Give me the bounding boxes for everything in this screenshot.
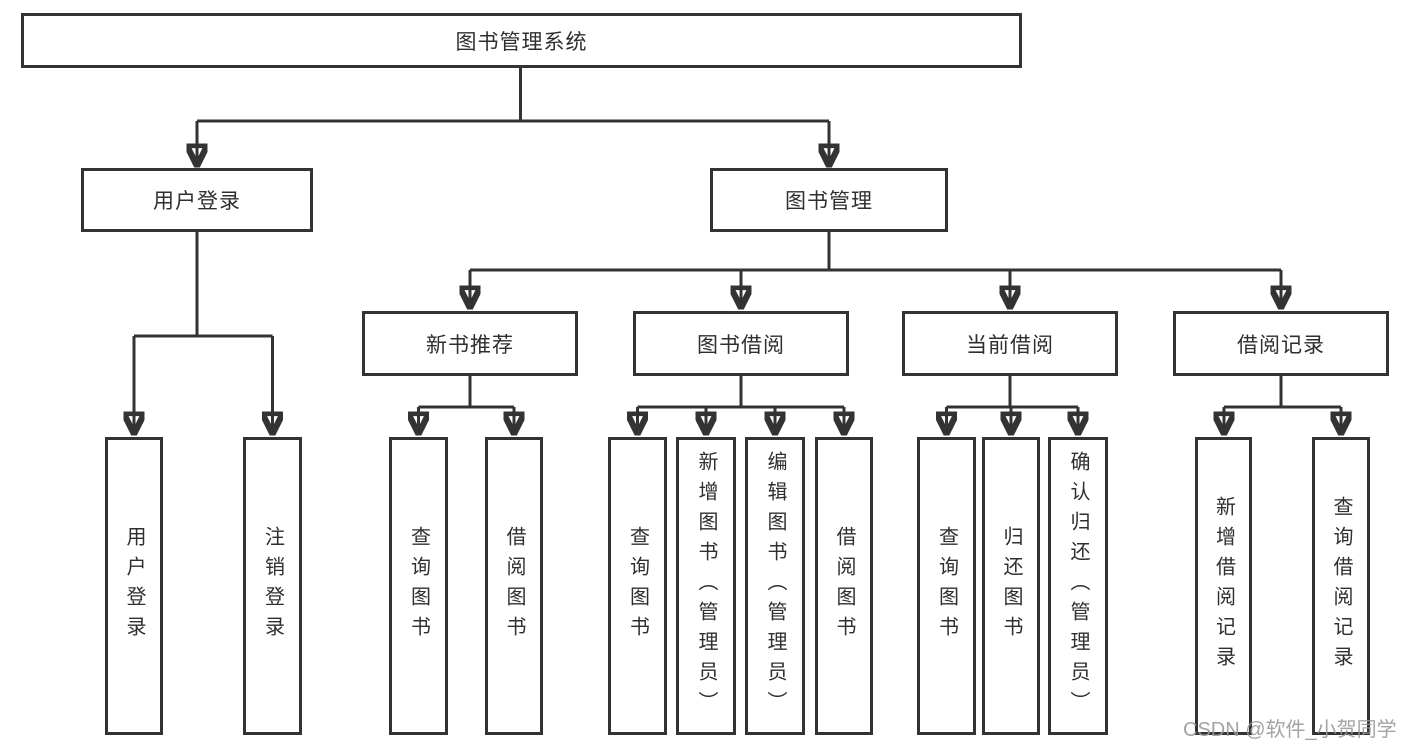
leaf-current-return-books: 归还图书 (982, 437, 1040, 735)
leaf-borrowing-add-books-admin: 新增图书（管理员） (676, 437, 736, 735)
node-new-book-recommend-label: 新书推荐 (426, 333, 514, 357)
node-root-label: 图书管理系统 (455, 30, 588, 54)
leaf-current-query-books: 查询图书 (917, 437, 976, 735)
leaf-logout: 注销登录 (243, 437, 302, 735)
node-current-borrowing: 当前借阅 (902, 311, 1118, 376)
leaf-recommend-borrow-books: 借阅图书 (485, 437, 543, 735)
leaf-borrowing-borrow-books: 借阅图书 (815, 437, 873, 735)
leaf-logout-label: 注销登录 (261, 526, 284, 646)
leaf-current-confirm-return-admin: 确认归还（管理员） (1048, 437, 1108, 735)
leaf-borrowing-borrow-books-label: 借阅图书 (833, 526, 855, 646)
leaf-recommend-query-books-label: 查询图书 (407, 526, 430, 646)
node-root-system: 图书管理系统 (21, 13, 1022, 68)
node-new-book-recommend: 新书推荐 (362, 311, 578, 376)
node-book-management: 图书管理 (710, 168, 948, 232)
node-current-borrowing-label: 当前借阅 (966, 333, 1054, 357)
node-book-borrowing: 图书借阅 (633, 311, 849, 376)
node-borrowing-records-label: 借阅记录 (1237, 333, 1325, 357)
node-book-borrowing-label: 图书借阅 (697, 333, 785, 357)
leaf-borrowing-add-books-admin-label: 新增图书（管理员） (695, 451, 717, 721)
leaf-user-login: 用户登录 (105, 437, 163, 735)
leaf-current-query-books-label: 查询图书 (935, 526, 958, 646)
leaf-current-confirm-return-admin-label: 确认归还（管理员） (1067, 451, 1089, 721)
node-book-management-label: 图书管理 (785, 190, 873, 213)
leaf-borrowing-query-books-label: 查询图书 (626, 526, 649, 646)
leaf-user-login-label: 用户登录 (123, 526, 145, 646)
node-user-login-label: 用户登录 (153, 190, 241, 213)
leaf-recommend-query-books: 查询图书 (389, 437, 448, 735)
leaf-current-return-books-label: 归还图书 (1000, 526, 1022, 646)
leaf-records-query-record-label: 查询借阅记录 (1330, 496, 1352, 676)
leaf-borrowing-edit-books-admin-label: 编辑图书（管理员） (764, 451, 786, 721)
leaf-records-query-record: 查询借阅记录 (1312, 437, 1370, 735)
node-user-login: 用户登录 (81, 168, 313, 232)
node-borrowing-records: 借阅记录 (1173, 311, 1389, 376)
leaf-borrowing-edit-books-admin: 编辑图书（管理员） (745, 437, 805, 735)
leaf-borrowing-query-books: 查询图书 (608, 437, 667, 735)
csdn-watermark: CSDN @软件_小贺同学 (1183, 719, 1397, 741)
leaf-records-add-record: 新增借阅记录 (1195, 437, 1252, 735)
leaf-recommend-borrow-books-label: 借阅图书 (503, 526, 525, 646)
leaf-records-add-record-label: 新增借阅记录 (1212, 496, 1235, 676)
